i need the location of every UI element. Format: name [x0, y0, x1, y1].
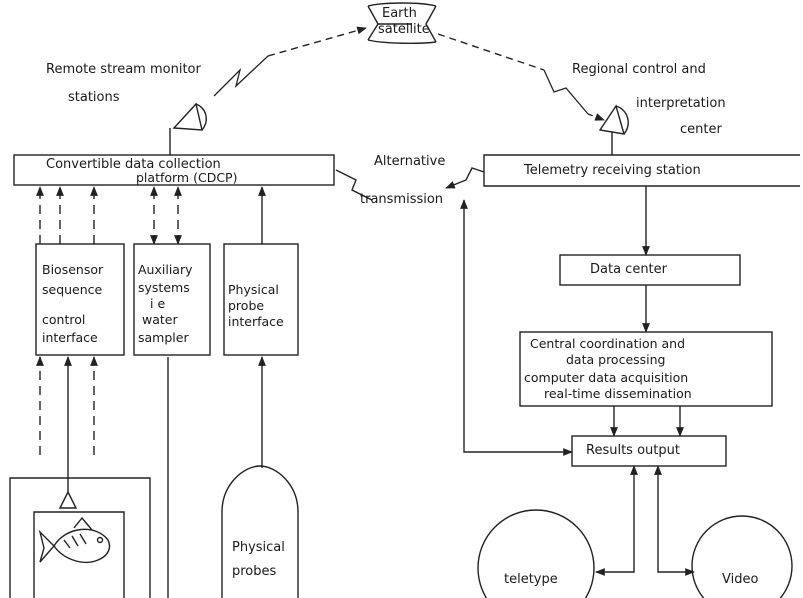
- remote-label-1: Remote stream monitor: [46, 62, 201, 77]
- alternative-label-2: transmission: [360, 192, 444, 207]
- biosensor-label-3: control: [42, 312, 86, 327]
- physical-probes-shape: [221, 465, 299, 598]
- auxiliary-label-5: sampler: [138, 330, 189, 345]
- probe-interface-label-3: interface: [228, 314, 284, 329]
- probe-interface-box: [223, 243, 299, 356]
- uplink-left-dashed: [267, 26, 367, 57]
- cdcp-box: [13, 154, 335, 186]
- right-antenna-icon: [598, 104, 629, 135]
- teletype-label: teletype: [504, 572, 558, 587]
- central-label-3: computer data acquisition: [524, 370, 689, 385]
- tank-sensor: [58, 490, 78, 509]
- probe-interface-label-1: Physical: [228, 282, 279, 297]
- physical-probes-label-1: Physical: [232, 540, 285, 555]
- data-center-label: Data center: [590, 262, 667, 277]
- uplink-left: [213, 55, 269, 97]
- central-label-4: real-time dissemination: [544, 386, 692, 401]
- satellite-icon: [367, 2, 437, 45]
- regional-label-2: interpretation: [636, 96, 726, 111]
- physical-probes-label-2: probes: [232, 564, 277, 579]
- auxiliary-label-4: water: [142, 312, 178, 327]
- left-antenna-icon: [172, 102, 207, 131]
- fish-icon: [38, 516, 111, 564]
- downlink-right: [543, 69, 589, 115]
- cdcp-label-2: platform (CDCP): [136, 170, 238, 185]
- results-label: Results output: [586, 443, 680, 458]
- central-label-1: Central coordination and: [530, 336, 685, 351]
- teletype-circle: [477, 509, 595, 598]
- satellite-label-1: Earth: [382, 6, 417, 21]
- downlink-right-dash2: [587, 113, 605, 121]
- auxiliary-label-1: Auxiliary: [138, 262, 193, 277]
- satellite-label-2: satellite: [378, 22, 430, 37]
- remote-label-2: stations: [68, 90, 120, 105]
- biosensor-label-2: sequence: [42, 282, 103, 297]
- telemetry-box: [483, 154, 800, 187]
- fish-tank: [9, 477, 151, 598]
- biosensor-label-1: Biosensor: [42, 262, 104, 277]
- biosensor-box: [35, 243, 125, 356]
- biosensor-label-4: interface: [42, 330, 98, 345]
- auxiliary-label-2: systems: [138, 280, 190, 295]
- regional-label-1: Regional control and: [572, 62, 706, 77]
- central-label-2: data processing: [566, 352, 666, 367]
- video-label: Video: [722, 572, 759, 587]
- downlink-right-dashed: [437, 33, 545, 71]
- telemetry-label: Telemetry receiving station: [524, 163, 701, 178]
- regional-label-3: center: [680, 122, 722, 137]
- alternative-label-1: Alternative: [374, 154, 446, 169]
- cdcp-label-1: Convertible data collection: [46, 157, 221, 172]
- auxiliary-label-3: i e: [150, 296, 166, 311]
- video-circle: [691, 515, 793, 598]
- auxiliary-box: [133, 243, 211, 356]
- probe-interface-label-2: probe: [228, 298, 265, 313]
